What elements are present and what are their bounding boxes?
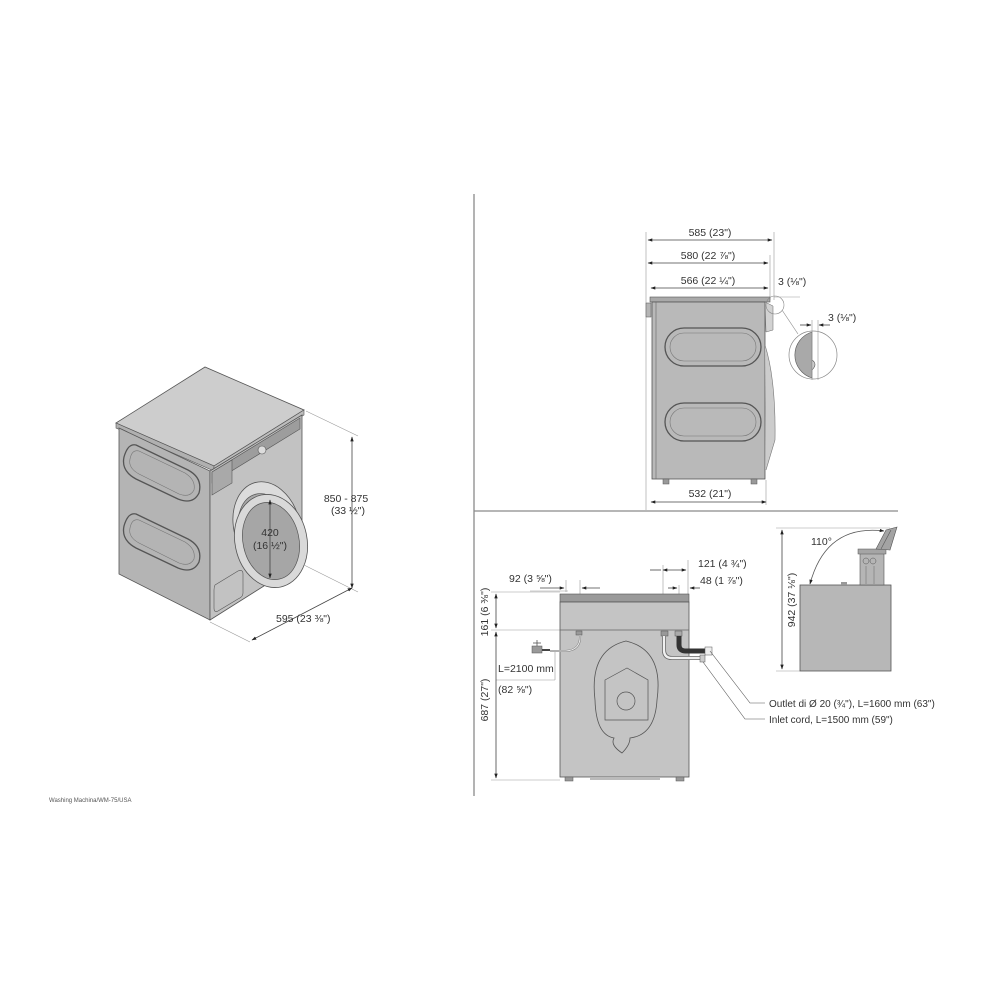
dim-566: 566 (22 ¼") [681,275,736,287]
lid-open-view: 942 (37 ⅛") 110° [776,526,898,672]
rear-view: 92 (3 ⅝") 121 (4 ¾") 48 (1 ⅞") L=2100 mm [479,558,935,782]
lid-angle-label: 110° [811,536,832,548]
height-inch-label: (33 ½") [331,505,365,517]
dim-532: 532 (21") [689,488,732,500]
side-view: 585 (23") 580 (22 ⅞") 566 (22 ¼") 3 (⅛")… [645,227,856,510]
drawing-caption: Washing Machina/WM-75/USA [49,798,131,804]
dim-3-detail: 3 (⅛") [828,312,856,324]
power-cord-length-inch: (82 ⅝") [498,684,532,696]
door-diameter-inch-label: (16 ½") [253,540,287,552]
dim-92: 92 (3 ⅝") [509,573,552,585]
power-cord-length: L=2100 mm [498,663,554,675]
height-label: 850 - 875 [324,493,369,505]
dim-580: 580 (22 ⅞") [681,250,736,262]
width-label: 595 (23 ⅜") [276,613,331,625]
isometric-view: 420 (16 ½") 850 - 875 (33 ½") 595 (23 ⅜"… [115,366,369,643]
dim-3-gap: 3 (⅛") [778,276,806,288]
dim-585: 585 (23") [689,227,732,239]
inlet-cord-label: Inlet cord, L=1500 mm (59") [769,715,893,726]
dim-48: 48 (1 ⅞") [700,575,743,587]
dim-121: 121 (4 ¾") [698,558,747,570]
panel-dividers [473,194,898,796]
side-cabinet [651,301,766,480]
lid-cabinet [799,584,892,672]
door-diameter-label: 420 [261,527,279,539]
lid-height-label: 942 (37 ⅛") [786,573,798,628]
outlet-hose-label: Outlet di Ø 20 (¾"), L=1600 mm (63") [769,699,935,710]
dim-161: 161 (6 ⅜") [479,588,491,637]
dim-687: 687 (27") [479,679,491,722]
